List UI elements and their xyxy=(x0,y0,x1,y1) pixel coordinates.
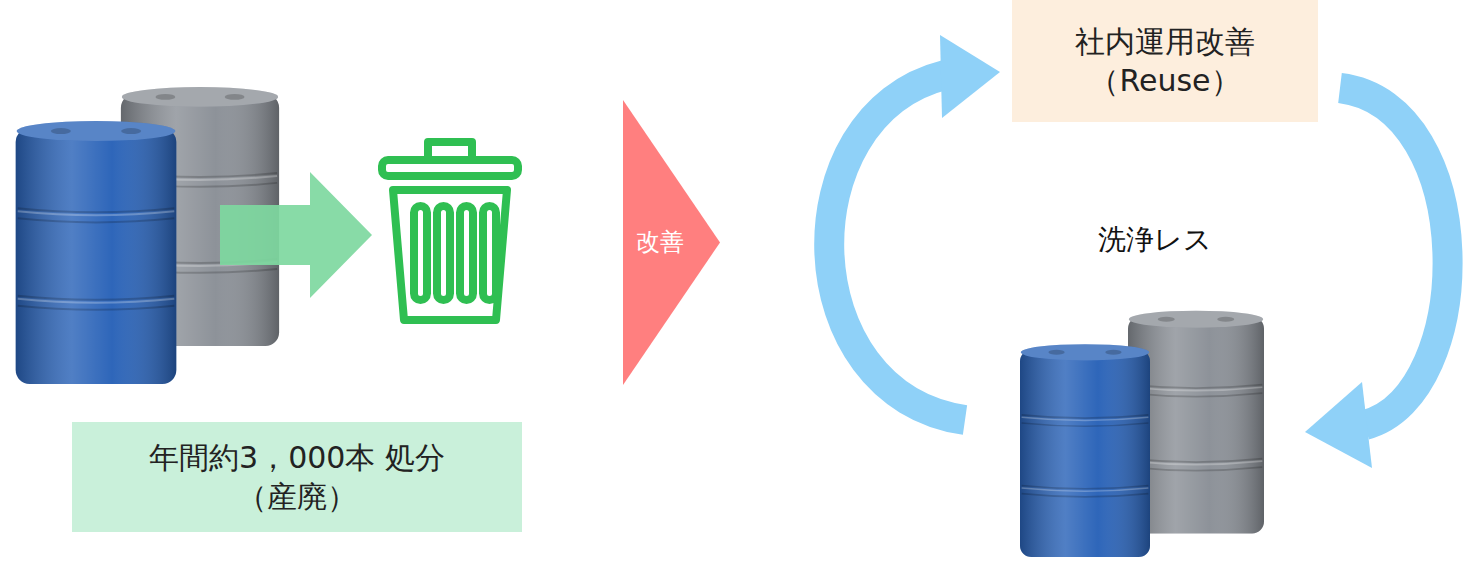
reuse-box: 社内運用改善 （Reuse） xyxy=(1012,0,1318,122)
arrow-shape xyxy=(623,100,720,385)
trash-icon xyxy=(382,142,518,320)
result-box: 年間約3，000本 処分（産廃） xyxy=(72,422,522,532)
dispose-arrow xyxy=(220,172,372,298)
blue-drum xyxy=(16,121,177,384)
node-text: 年間約3，000本 処分（産廃） xyxy=(142,438,452,516)
node-text: 改善 xyxy=(636,227,684,258)
node-text: 社内運用改善 （Reuse） xyxy=(1050,22,1280,100)
blue-drum xyxy=(1020,344,1150,557)
improve-arrow: 改善 xyxy=(623,100,720,385)
note-label: 洗浄レス xyxy=(1098,223,1212,257)
